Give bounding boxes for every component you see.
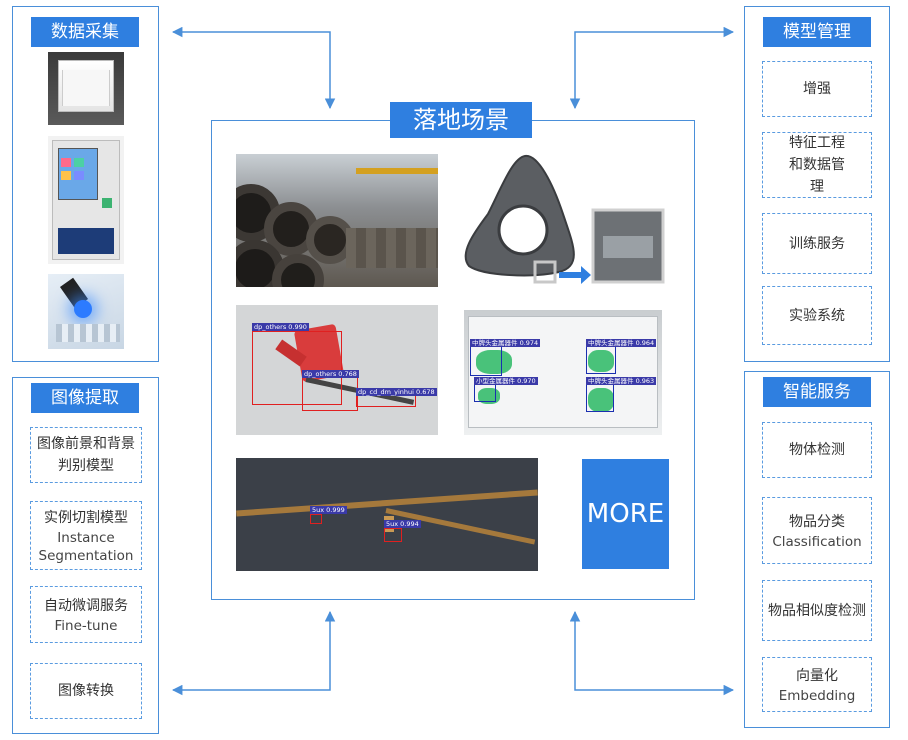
light-box-image bbox=[48, 52, 124, 125]
classification-box: 物品分类 Classification bbox=[762, 497, 872, 564]
object-detection-zh: 物体检测 bbox=[789, 442, 845, 458]
zipper-detection-image: 5ux 0.999 5ux 0.994 bbox=[236, 458, 538, 571]
detection-label-2: dp_others 0.768 bbox=[302, 370, 359, 378]
tray-detection-label-3: 小型金属器件 0.970 bbox=[474, 377, 538, 385]
embedding-box: 向量化 Embedding bbox=[762, 657, 872, 712]
zipper-detection-label-1: 5ux 0.999 bbox=[310, 506, 347, 514]
feature-engineering-label: 特征工程和数据管理 bbox=[789, 135, 845, 195]
training-service-box: 训练服务 bbox=[762, 213, 872, 274]
data-collection-title: 数据采集 bbox=[31, 17, 139, 47]
similarity-detection-box: 物品相似度检测 bbox=[762, 580, 872, 641]
image-conversion-box: 图像转换 bbox=[30, 663, 142, 719]
detection-label-3: dp_cd_dm_yinhui 0.678 bbox=[356, 388, 437, 396]
foreground-background-model-box: 图像前景和背景判别模型 bbox=[30, 427, 142, 483]
wrench-detection-image: dp_others 0.990 dp_others 0.768 dp_cd_dm… bbox=[236, 305, 438, 435]
object-detection-box: 物体检测 bbox=[762, 422, 872, 478]
scenarios-title: 落地场景 bbox=[390, 102, 532, 138]
fine-tune-en: Fine-tune bbox=[54, 617, 118, 634]
similarity-detection-zh: 物品相似度检测 bbox=[768, 602, 866, 619]
steel-pipes-image bbox=[236, 154, 438, 287]
augmentation-label: 增强 bbox=[803, 81, 831, 97]
tray-detection-label-1: 中牌头金属器件 0.974 bbox=[470, 339, 541, 347]
instance-segmentation-en: Instance Segmentation bbox=[38, 529, 134, 564]
embedding-en: Embedding bbox=[778, 687, 856, 704]
detection-label-1: dp_others 0.990 bbox=[252, 323, 309, 331]
collection-kiosk-image bbox=[48, 136, 124, 264]
augmentation-box: 增强 bbox=[762, 61, 872, 117]
cutting-insert-image bbox=[463, 154, 668, 287]
foreground-background-model-label: 图像前景和背景判别模型 bbox=[37, 436, 135, 474]
intelligent-services-title: 智能服务 bbox=[763, 377, 871, 407]
embedding-zh: 向量化 bbox=[796, 667, 838, 684]
zipper-detection-box-2 bbox=[384, 528, 402, 542]
arrow-top-left bbox=[171, 26, 336, 110]
industrial-camera-image bbox=[48, 274, 124, 349]
tray-detection-image: 中牌头金属器件 0.974 中牌头金属器件 0.964 小型金属器件 0.970… bbox=[464, 310, 662, 435]
classification-en: Classification bbox=[772, 533, 862, 550]
cutting-insert-drawing bbox=[464, 155, 665, 284]
fine-tune-box: 自动微调服务 Fine-tune bbox=[30, 586, 142, 643]
model-management-title: 模型管理 bbox=[763, 17, 871, 47]
tray-detection-label-2: 中牌头金属器件 0.964 bbox=[586, 339, 657, 347]
arrow-bottom-left bbox=[171, 610, 336, 696]
zipper-detection-box-1 bbox=[310, 514, 322, 524]
detection-box-1 bbox=[252, 331, 342, 405]
experiment-system-label: 实验系统 bbox=[789, 307, 845, 324]
experiment-system-box: 实验系统 bbox=[762, 286, 872, 345]
zipper-detection-label-2: 5ux 0.994 bbox=[384, 520, 421, 528]
arrow-top-right bbox=[569, 26, 735, 110]
arrow-bottom-right bbox=[569, 610, 735, 696]
fine-tune-zh: 自动微调服务 bbox=[44, 597, 128, 614]
image-conversion-label: 图像转换 bbox=[58, 683, 114, 699]
training-service-label: 训练服务 bbox=[789, 235, 845, 252]
classification-zh: 物品分类 bbox=[789, 513, 845, 530]
tray-detection-label-4: 中牌头金属器件 0.963 bbox=[586, 377, 657, 385]
more-button[interactable]: MORE bbox=[582, 459, 669, 569]
feature-engineering-box: 特征工程和数据管理 bbox=[762, 132, 872, 198]
image-extraction-title: 图像提取 bbox=[31, 383, 139, 413]
instance-segmentation-zh: 实例切割模型 bbox=[44, 509, 128, 526]
instance-segmentation-box: 实例切割模型 Instance Segmentation bbox=[30, 501, 142, 570]
